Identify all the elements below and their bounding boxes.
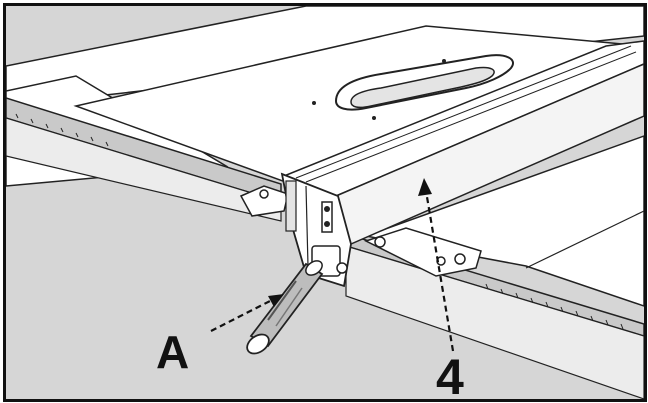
table-saw-fence-diagram: A 4 — [6, 6, 644, 399]
fence-head-plate — [285, 180, 297, 232]
screw-hole — [372, 116, 376, 120]
fence-head-screw — [324, 221, 330, 227]
fence-groove — [295, 45, 632, 179]
callout-label-a: A — [156, 326, 189, 378]
screw-hole — [442, 59, 446, 63]
callout-label-4: 4 — [436, 349, 464, 399]
fence-head-screw — [324, 206, 330, 212]
screw-hole — [312, 101, 316, 105]
callout-arrow-4 — [418, 178, 455, 352]
callout-arrow-a — [210, 294, 284, 332]
clamp-pivot-bolt — [336, 262, 348, 274]
fence-head-edge — [305, 185, 309, 267]
bracket-bolt — [454, 253, 466, 265]
rail-bracket — [364, 227, 482, 277]
front-rail-left-face — [6, 117, 282, 222]
locking-handle — [246, 260, 324, 355]
scale-ticks-left — [15, 113, 109, 147]
scale-ticks-right — [485, 283, 624, 330]
bracket-bolt — [259, 189, 269, 199]
bracket-bolt — [374, 236, 386, 248]
blade-slot — [350, 66, 495, 109]
diagram-frame: A 4 — [3, 3, 647, 402]
wing-seam — [525, 210, 644, 269]
fence-groove — [305, 51, 637, 183]
fence-head-slot — [321, 201, 333, 233]
